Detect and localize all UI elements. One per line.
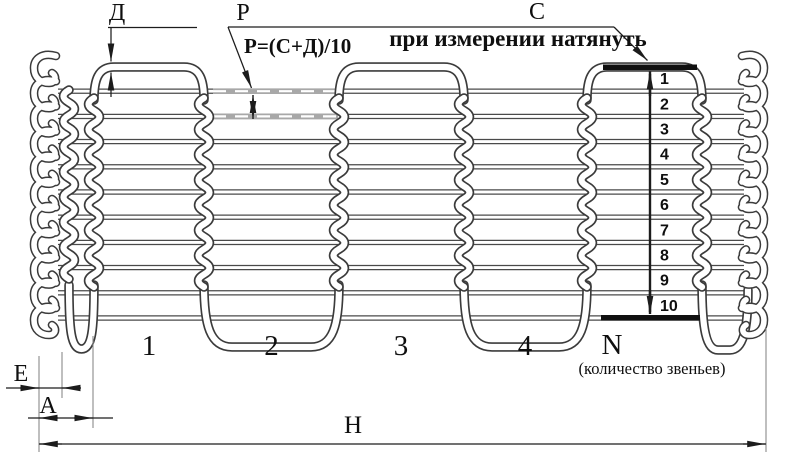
p-c-leader-shelf <box>227 26 648 89</box>
link-label: 3 <box>394 330 409 362</box>
row-number: 1 <box>660 71 669 88</box>
row-number: 6 <box>660 197 669 214</box>
link-label-n: N <box>602 329 623 361</box>
c-top-bar <box>603 64 697 70</box>
wire-rows <box>58 91 744 318</box>
row-number: 3 <box>660 122 669 139</box>
extension-lines <box>38 328 767 452</box>
row-number: 10 <box>660 298 678 315</box>
label-d: Д <box>109 0 125 26</box>
label-a: А <box>39 393 57 419</box>
row-number: 5 <box>660 172 669 189</box>
label-e: Е <box>14 361 29 387</box>
label-h: Н <box>344 412 362 439</box>
spiral-loops <box>69 67 748 350</box>
link-labels: 1 2 3 4 N <box>142 329 623 362</box>
dim-d <box>107 26 197 97</box>
highlighted-pitch-wires <box>213 91 338 116</box>
link-label: 1 <box>142 330 157 362</box>
row-number: 7 <box>660 222 669 239</box>
spiral-columns <box>64 90 708 287</box>
tension-note: при измерении натянуть <box>389 26 646 51</box>
pitch-formula: Р=(С+Д)/10 <box>244 34 351 58</box>
row-number: 8 <box>660 248 669 265</box>
row-number: 2 <box>660 96 669 113</box>
label-p: Р <box>236 0 249 26</box>
label-c: С <box>529 0 545 25</box>
left-edge-hooks <box>34 55 56 335</box>
row-number: 4 <box>660 147 669 164</box>
c-bottom-bar <box>601 315 700 321</box>
link-label: 2 <box>264 330 279 362</box>
link-label: 4 <box>518 330 533 362</box>
row-numbers: 1 2 3 4 5 6 7 8 9 10 <box>660 71 678 315</box>
links-caption: (количество звеньев) <box>579 359 726 378</box>
row-number: 9 <box>660 273 669 290</box>
